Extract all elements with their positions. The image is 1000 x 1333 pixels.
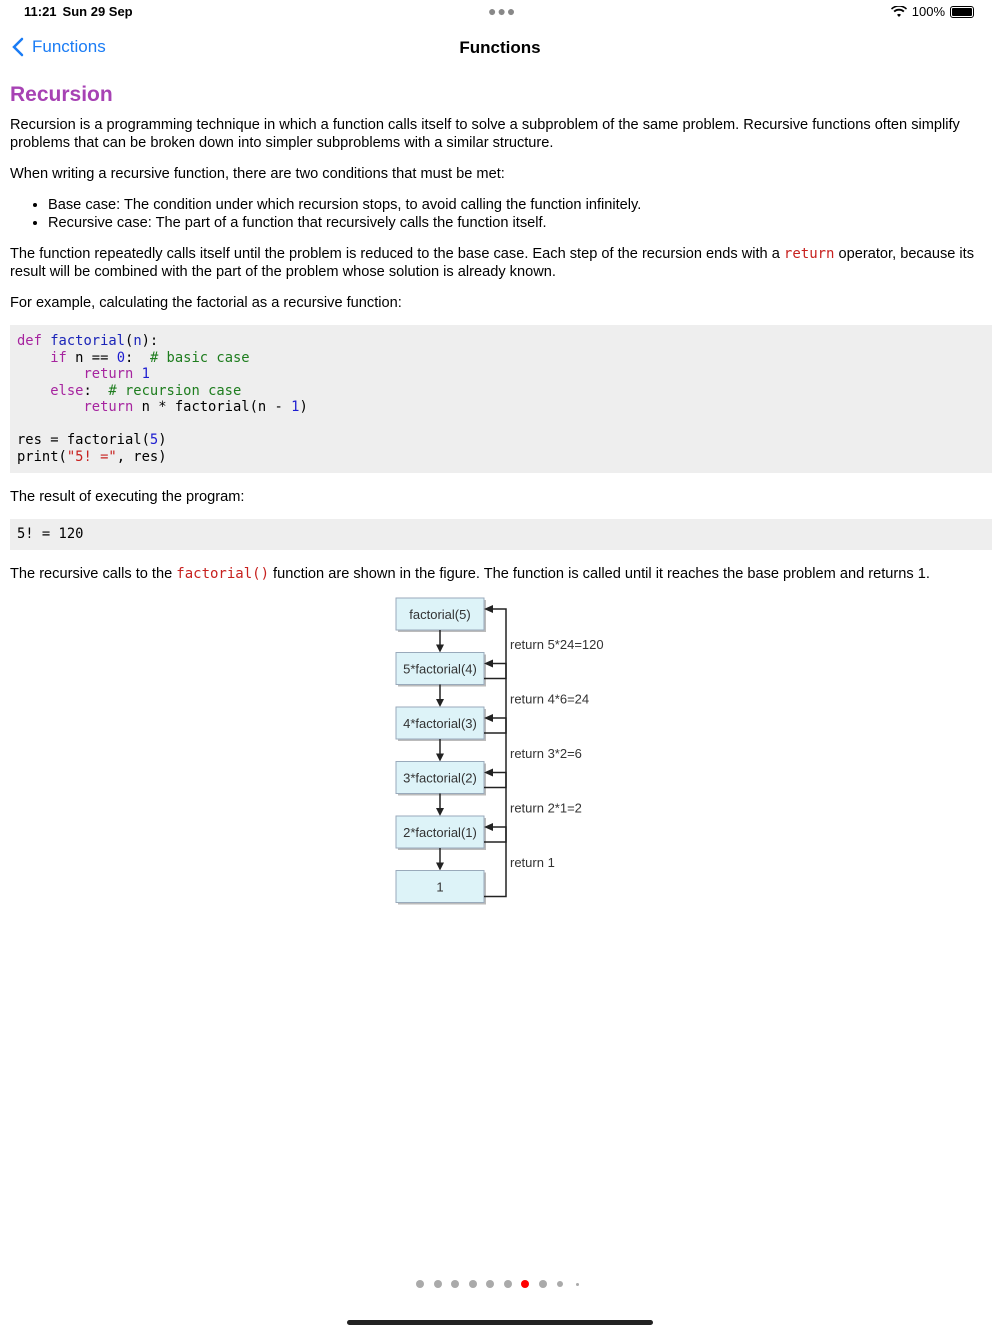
article: Recursion Recursion is a programming tec…	[10, 83, 992, 596]
return-arrow	[484, 771, 507, 843]
return-label: return 4*6=24	[510, 691, 589, 706]
call-box	[395, 870, 485, 903]
return-arrow	[484, 826, 507, 898]
call-box	[395, 706, 485, 740]
article-title: Recursion	[10, 83, 113, 106]
arrowhead-icon	[484, 659, 493, 668]
page-dot[interactable]	[503, 1280, 512, 1288]
call-label: factorial(5)	[409, 607, 470, 622]
page-dot-active[interactable]	[521, 1280, 529, 1288]
page-dot[interactable]	[468, 1280, 477, 1288]
page-dot[interactable]	[576, 1282, 579, 1286]
call-box	[395, 761, 485, 794]
paragraph: For example, calculating the factorial a…	[10, 295, 402, 311]
page-dot[interactable]	[538, 1280, 547, 1288]
return-label: return 5*24=120	[510, 637, 604, 652]
return-label: return 2*1=2	[510, 800, 582, 815]
paragraph: Recursion is a programming technique in …	[10, 117, 960, 151]
call-box	[395, 597, 485, 631]
call-label: 3*factorial(2)	[403, 771, 477, 786]
status-right: 100%	[890, 4, 974, 19]
text: function are shown in the figure. The fu…	[269, 565, 930, 582]
home-indicator[interactable]	[347, 1320, 653, 1325]
conditions-list: Base case: The condition under which rec…	[32, 196, 992, 232]
page-dot[interactable]	[433, 1280, 442, 1288]
call-label: 2*factorial(1)	[403, 825, 477, 840]
page-indicator[interactable]	[416, 1280, 591, 1288]
arrowhead-icon	[484, 768, 493, 777]
arrowhead-icon	[484, 714, 493, 722]
paragraph: When writing a recursive function, there…	[10, 166, 505, 182]
list-item: Base case: The condition under which rec…	[48, 196, 992, 214]
paragraph: The function repeatedly calls itself unt…	[10, 245, 992, 281]
code-block: def factorial(n): if n == 0: # basic cas…	[10, 325, 992, 473]
arrowhead-icon	[436, 862, 444, 871]
battery-percent: 100%	[911, 4, 945, 19]
chevron-left-icon	[12, 37, 24, 57]
inline-code: factorial()	[176, 565, 269, 582]
list-item: Recursive case: The part of a function t…	[48, 214, 992, 232]
arrowhead-icon	[436, 699, 444, 707]
arrowhead-icon	[484, 605, 493, 613]
call-label: 5*factorial(4)	[403, 662, 477, 677]
return-arrow	[484, 717, 507, 789]
multitasking-icon[interactable]: ●●●	[488, 3, 517, 19]
page-dot[interactable]	[557, 1281, 563, 1287]
return-label: return 3*2=6	[510, 746, 582, 761]
call-label: 4*factorial(3)	[403, 716, 477, 731]
back-label: Functions	[32, 37, 106, 56]
back-button[interactable]: Functions	[12, 37, 106, 57]
time: 11:21	[24, 4, 57, 19]
output-block: 5! = 120	[10, 519, 992, 550]
text: The function repeatedly calls itself unt…	[10, 246, 784, 262]
nav-title: Functions	[459, 38, 541, 57]
text: The recursive calls to the	[10, 565, 177, 582]
arrowhead-icon	[484, 823, 493, 831]
wifi-icon	[890, 5, 907, 17]
paragraph: The result of executing the program:	[10, 489, 245, 505]
paragraph: The recursive calls to the factorial() f…	[10, 565, 992, 583]
call-box	[395, 815, 485, 849]
arrowhead-icon	[436, 753, 444, 762]
return-arrow	[484, 608, 507, 680]
arrowhead-icon	[436, 644, 444, 653]
date: Sun 29 Sep	[62, 4, 133, 19]
page-dot[interactable]	[416, 1280, 424, 1288]
recursion-diagram: factorial(5) 5*factorial(4) 4*factorial(3)…	[395, 597, 604, 905]
page-dot[interactable]	[486, 1280, 494, 1288]
return-arrow	[484, 662, 507, 734]
page-dot[interactable]	[451, 1280, 459, 1288]
text: operator, because its result will be com…	[10, 246, 975, 280]
inline-code: return	[783, 246, 835, 262]
battery-icon	[950, 5, 974, 18]
arrowhead-icon	[436, 808, 444, 816]
status-bar: 11:21 Sun 29 Sep	[24, 4, 139, 19]
return-label: return 1	[510, 855, 555, 870]
call-label: 1	[436, 880, 443, 895]
